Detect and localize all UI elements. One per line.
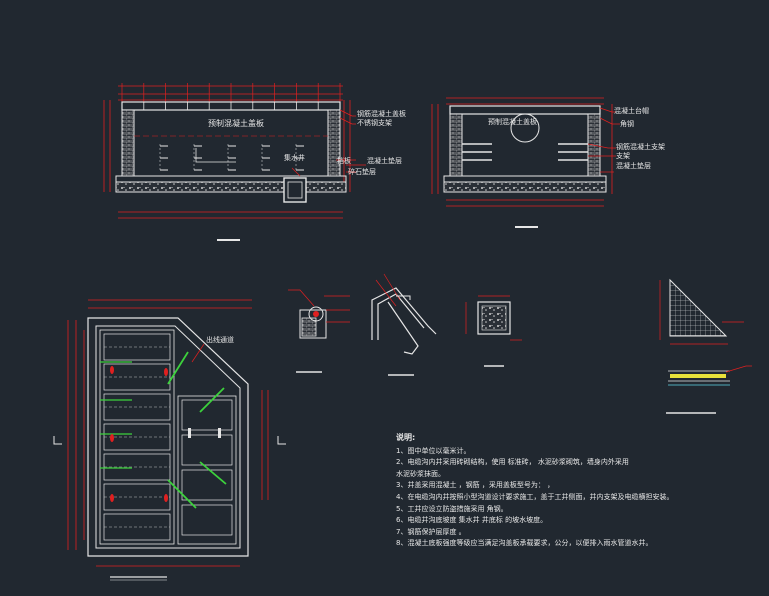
elevation-concrete-base xyxy=(115,175,347,183)
plan-dimensions xyxy=(67,299,269,567)
elevation-dimension-ticks xyxy=(121,83,341,103)
note-line: 2、电缆沟内井采用砖砌结构，使用 标准砖， 水泥砂浆砌筑，墙身内外采用 xyxy=(396,458,629,467)
section-gravel-base xyxy=(443,181,607,193)
plan-outlet-leader xyxy=(191,343,205,363)
note-line: 4、在电缆沟内井按照小型沟道设计要求施工，盖于工井侧面，井内支架及电缆横担安装。 xyxy=(396,492,674,501)
plan-view: 出线通道 xyxy=(53,299,286,581)
note-line: 3、井盖采用混凝土 ，钢筋 ，采用盖板型号为： ， xyxy=(396,481,555,490)
elevation-leaders xyxy=(291,109,366,177)
section-label-cap: 混凝土台帽 xyxy=(614,106,649,115)
plan-cell xyxy=(181,469,233,501)
elevation-cable-brackets xyxy=(159,144,304,172)
plan-corner-mark-right xyxy=(277,436,286,445)
plan-cable-routes xyxy=(100,351,227,509)
plan-left-cells xyxy=(103,333,171,541)
elevation-dimensions xyxy=(103,85,351,219)
section-label-angle: 角钢 xyxy=(620,119,634,128)
plan-inner-wall xyxy=(95,325,241,549)
plan-cell xyxy=(181,434,233,466)
section-slab-label: 预制混凝土盖板 xyxy=(488,117,537,126)
section-label-concrete: 混凝土垫层 xyxy=(616,161,651,170)
plan-right-cells xyxy=(181,399,233,536)
section-cover-slab xyxy=(449,105,601,115)
elevation-label-slab: 钢筋混凝土盖板 xyxy=(357,109,406,118)
elevation-slab-joints xyxy=(143,102,319,110)
section-concrete-base xyxy=(443,175,607,183)
plan-pipe-markers xyxy=(110,366,168,502)
plan-right-bay xyxy=(177,395,237,545)
plan-corner-mark-left xyxy=(53,436,62,445)
elevation-label-concrete: 混凝土垫层 xyxy=(367,156,402,165)
elevation-view: 预制混凝土盖板 集水井 钢筋混凝土盖板 不锈钢支架 挡板 混凝土垫层 碎石垫层 xyxy=(103,83,406,241)
detail-cap xyxy=(288,289,350,373)
plan-left-bay xyxy=(99,329,175,545)
elevation-right-wall xyxy=(327,109,341,177)
section-dimensions xyxy=(431,97,613,207)
sump-pit xyxy=(283,177,307,203)
section-cable-circle xyxy=(510,113,540,143)
note-line: 6、电缆井沟底坡度 集水井 井底标 的坡水坡度。 xyxy=(396,516,548,525)
sump-pit-label: 集水井 xyxy=(284,153,305,162)
elevation-label-gravel: 碎石垫层 xyxy=(348,167,376,176)
elevation-gravel-base xyxy=(115,181,347,193)
detail-column-section xyxy=(465,295,522,367)
plan-outer-wall xyxy=(87,317,249,557)
section-leaders xyxy=(587,107,620,173)
notes-title: 说明: xyxy=(396,433,416,442)
elevation-left-wall xyxy=(121,109,135,177)
elevation-label-baffle: 挡板 xyxy=(337,156,351,165)
section-brackets xyxy=(462,143,588,161)
bracket-callout xyxy=(195,148,236,163)
section-view: 预制混凝土盖板 混凝土台帽 角钢 钢筋混凝土支架 支架 混凝土垫层 xyxy=(431,97,665,228)
elevation-slab-label: 预制混凝土盖板 xyxy=(208,118,264,128)
plan-cell xyxy=(181,399,233,431)
plan-small-markers xyxy=(188,428,221,438)
plan-cell xyxy=(181,504,233,536)
note-line: 7、钢筋保护层厚度 。 xyxy=(396,527,466,536)
detail-hook xyxy=(371,273,437,376)
elevation-label-support: 不锈钢支架 xyxy=(357,118,392,127)
design-notes: 说明: 1、图中单位以毫米计。 2、电缆沟内井采用砖砌结构，使用 标准砖， 水泥… xyxy=(396,432,756,550)
detail-triangle-mesh xyxy=(659,278,752,414)
section-left-wall xyxy=(449,113,463,177)
sump-pit-inner xyxy=(287,181,303,199)
plan-outlet-label: 出线通道 xyxy=(206,335,234,344)
note-line: 8、混凝土底板强度等级应当满足沟盖板承载要求，公分，以便排入雨水管道水井。 xyxy=(396,539,653,548)
section-label-rc-support: 钢筋混凝土支架 xyxy=(616,142,665,151)
note-line: 1、图中单位以毫米计。 xyxy=(396,446,471,455)
section-label-support: 支架 xyxy=(616,151,630,160)
note-line: 5、工井应设立防盗措施采用 角钢。 xyxy=(396,504,508,513)
note-line: 水泥砂浆抹面。 xyxy=(396,469,445,478)
